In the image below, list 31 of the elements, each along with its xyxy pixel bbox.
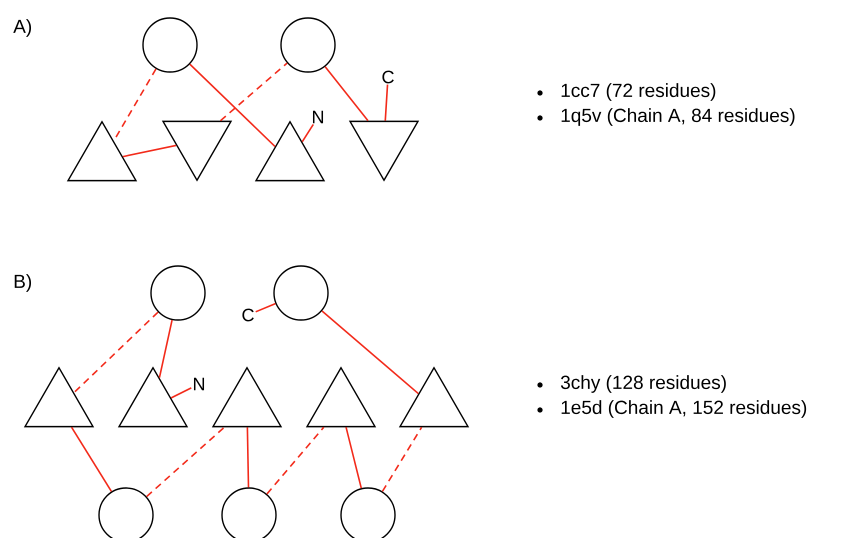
terminus-label: C <box>382 70 394 84</box>
connector-line <box>220 62 288 122</box>
connector-line <box>122 144 176 158</box>
panel-label: B) <box>14 274 32 292</box>
list-item: 1cc7 (72 residues) <box>562 83 716 101</box>
connector-line <box>70 426 112 492</box>
connector-line <box>189 64 276 148</box>
connector-line <box>384 84 388 121</box>
list-item: 1e5d (Chain A, 152 residues) <box>562 400 806 418</box>
terminus-label: N <box>194 378 204 390</box>
connector-line <box>382 426 422 492</box>
circle <box>142 17 198 73</box>
connector-line <box>302 124 314 142</box>
circle <box>273 265 329 321</box>
connector-line <box>74 312 159 394</box>
connector-line <box>146 426 225 498</box>
terminus-label: N <box>312 110 324 124</box>
connector-line <box>266 426 324 494</box>
connector-line <box>158 320 173 378</box>
connector-line <box>246 427 250 488</box>
connector-line <box>324 66 369 122</box>
connector-line <box>255 302 276 313</box>
list-item: 1q5v (Chain A, 84 residues) <box>562 108 794 126</box>
terminus-label: C <box>242 308 254 322</box>
connector-line <box>345 427 362 488</box>
list-item: 3chy (128 residues) <box>560 375 726 393</box>
connector-line <box>170 387 192 399</box>
circle <box>280 17 336 73</box>
circle <box>150 265 206 321</box>
panel-label: A) <box>13 19 32 37</box>
connector-line <box>322 310 419 394</box>
